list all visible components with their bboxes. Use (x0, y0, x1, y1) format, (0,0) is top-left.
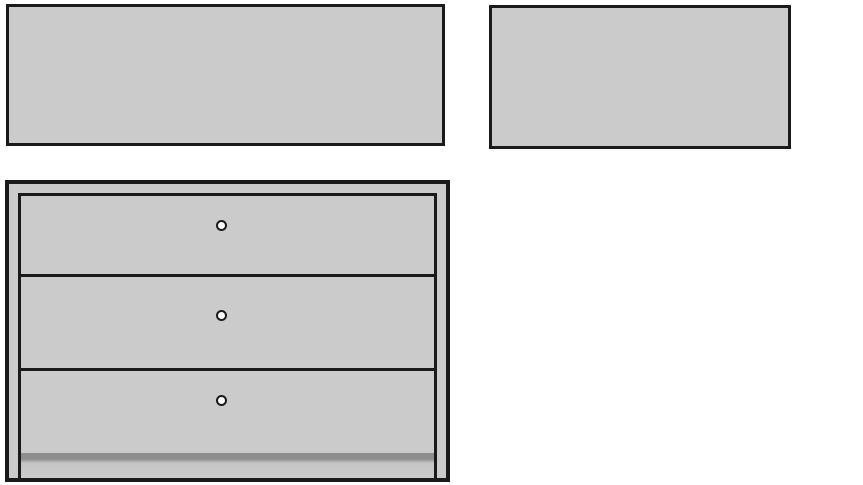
dresser-drawer-bottom (21, 371, 434, 456)
dresser-drawer-middle (21, 277, 434, 371)
drawer-knob-icon (216, 310, 227, 321)
dresser-drawer-frame (18, 193, 437, 456)
drawer-knob-icon (216, 220, 227, 231)
drawer-knob-icon (216, 395, 227, 406)
top-right-panel (489, 5, 791, 149)
dresser-base (18, 453, 437, 478)
dresser-drawer-top (21, 196, 434, 277)
top-left-panel (6, 4, 445, 146)
dresser (5, 180, 450, 482)
